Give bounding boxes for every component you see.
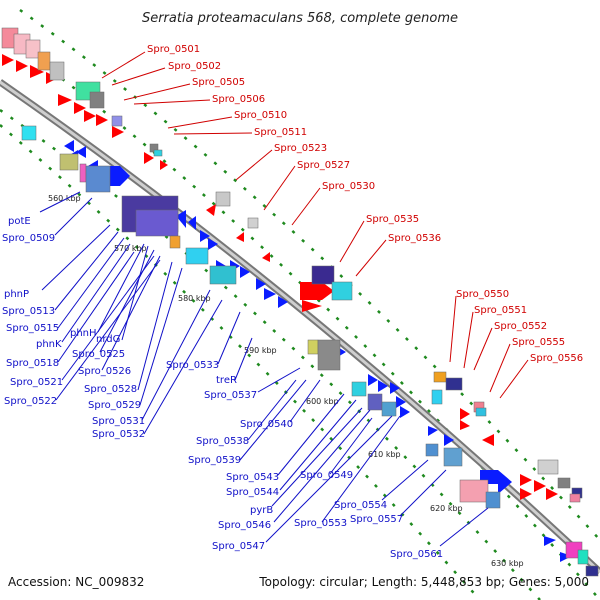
gene-label: Spro_0513 <box>2 306 55 317</box>
gene-label: potE <box>8 216 31 227</box>
gene-label: Spro_0528 <box>84 384 137 395</box>
gene-label: Spro_0523 <box>274 143 327 154</box>
gene-label: Spro_0515 <box>6 323 59 334</box>
gene-label: Spro_0537 <box>204 390 257 401</box>
gene-label: Spro_0543 <box>226 472 279 483</box>
gene-label: nrdG <box>96 334 120 345</box>
tick-label: 600 kbp <box>306 397 339 406</box>
tick-label: 570 kbp <box>114 244 147 253</box>
gene-label: Spro_0561 <box>390 549 443 560</box>
gene-label: Spro_0535 <box>366 214 419 225</box>
gene-label: Spro_0544 <box>226 487 279 498</box>
gene-label: Spro_0557 <box>350 514 403 525</box>
gene-label: Spro_0527 <box>297 160 350 171</box>
gene-label: Spro_0501 <box>147 44 200 55</box>
tick-label: 610 kbp <box>368 450 401 459</box>
tick-label: 630 kbp <box>491 559 524 568</box>
map-title: Serratia proteamaculans 568, complete ge… <box>142 11 458 26</box>
gene-labels-blue: potE Spro_0509 phnP Spro_0513 Spro_0515 … <box>2 216 443 560</box>
gene-label: Spro_0531 <box>92 416 145 427</box>
feature-boxes <box>1 27 599 577</box>
gene-label: Spro_0532 <box>92 429 145 440</box>
gene-label: Spro_0518 <box>6 358 59 369</box>
gene-label: Spro_0546 <box>218 520 271 531</box>
gene-label: Spro_0551 <box>474 305 527 316</box>
gene-label: Spro_0510 <box>234 110 287 121</box>
callout-lines-blue <box>39 191 489 547</box>
gene-label: Spro_0521 <box>10 377 63 388</box>
tick-label: 620 kbp <box>430 504 463 513</box>
gene-label: Spro_0509 <box>2 233 55 244</box>
gene-label: Spro_0556 <box>530 353 583 364</box>
gene-label: Spro_0553 <box>294 518 347 529</box>
gene-labels-red: Spro_0501 Spro_0502 Spro_0505 Spro_0506 … <box>147 44 583 364</box>
gene-label: Spro_0529 <box>88 400 141 411</box>
gene-label: Spro_0511 <box>254 127 307 138</box>
gene-label: Spro_0525 <box>72 349 125 360</box>
gene-label: Spro_0526 <box>78 366 131 377</box>
accession-text: Accession: NC_009832 <box>8 575 144 589</box>
gene-label: Spro_0533 <box>166 360 219 371</box>
gene-label: Spro_0530 <box>322 181 375 192</box>
gene-label: Spro_0538 <box>196 436 249 447</box>
gene-label: Spro_0536 <box>388 233 441 244</box>
gene-label: Spro_0539 <box>188 455 241 466</box>
gene-label: pyrB <box>250 505 273 516</box>
gene-label: Spro_0502 <box>168 61 221 72</box>
gene-label: Spro_0506 <box>212 94 265 105</box>
gene-label: treR <box>216 375 237 386</box>
gene-label: Spro_0555 <box>512 337 565 348</box>
gene-label: Spro_0554 <box>334 500 387 511</box>
gene-label: phnK <box>36 339 62 350</box>
forward-genes <box>2 54 558 500</box>
gene-label: Spro_0522 <box>4 396 57 407</box>
gene-label: Spro_0547 <box>212 541 265 552</box>
tick-label: 560 kbp <box>48 194 81 203</box>
tick-label: 590 kbp <box>244 346 277 355</box>
gene-label: Spro_0552 <box>494 321 547 332</box>
gene-label: phnP <box>4 289 29 300</box>
gene-label: Spro_0550 <box>456 289 509 300</box>
gene-label: Spro_0540 <box>240 419 293 430</box>
tick-label: 580 kbp <box>178 294 211 303</box>
callout-lines-red <box>101 51 529 399</box>
kbp-ticks: 560 kbp 570 kbp 580 kbp 590 kbp 600 kbp … <box>48 194 524 568</box>
genome-summary-text: Topology: circular; Length: 5,448,853 bp… <box>258 575 589 589</box>
gene-label: phnH <box>70 328 97 339</box>
gene-label: Spro_0549 <box>300 470 353 481</box>
gene-label: Spro_0505 <box>192 77 245 88</box>
